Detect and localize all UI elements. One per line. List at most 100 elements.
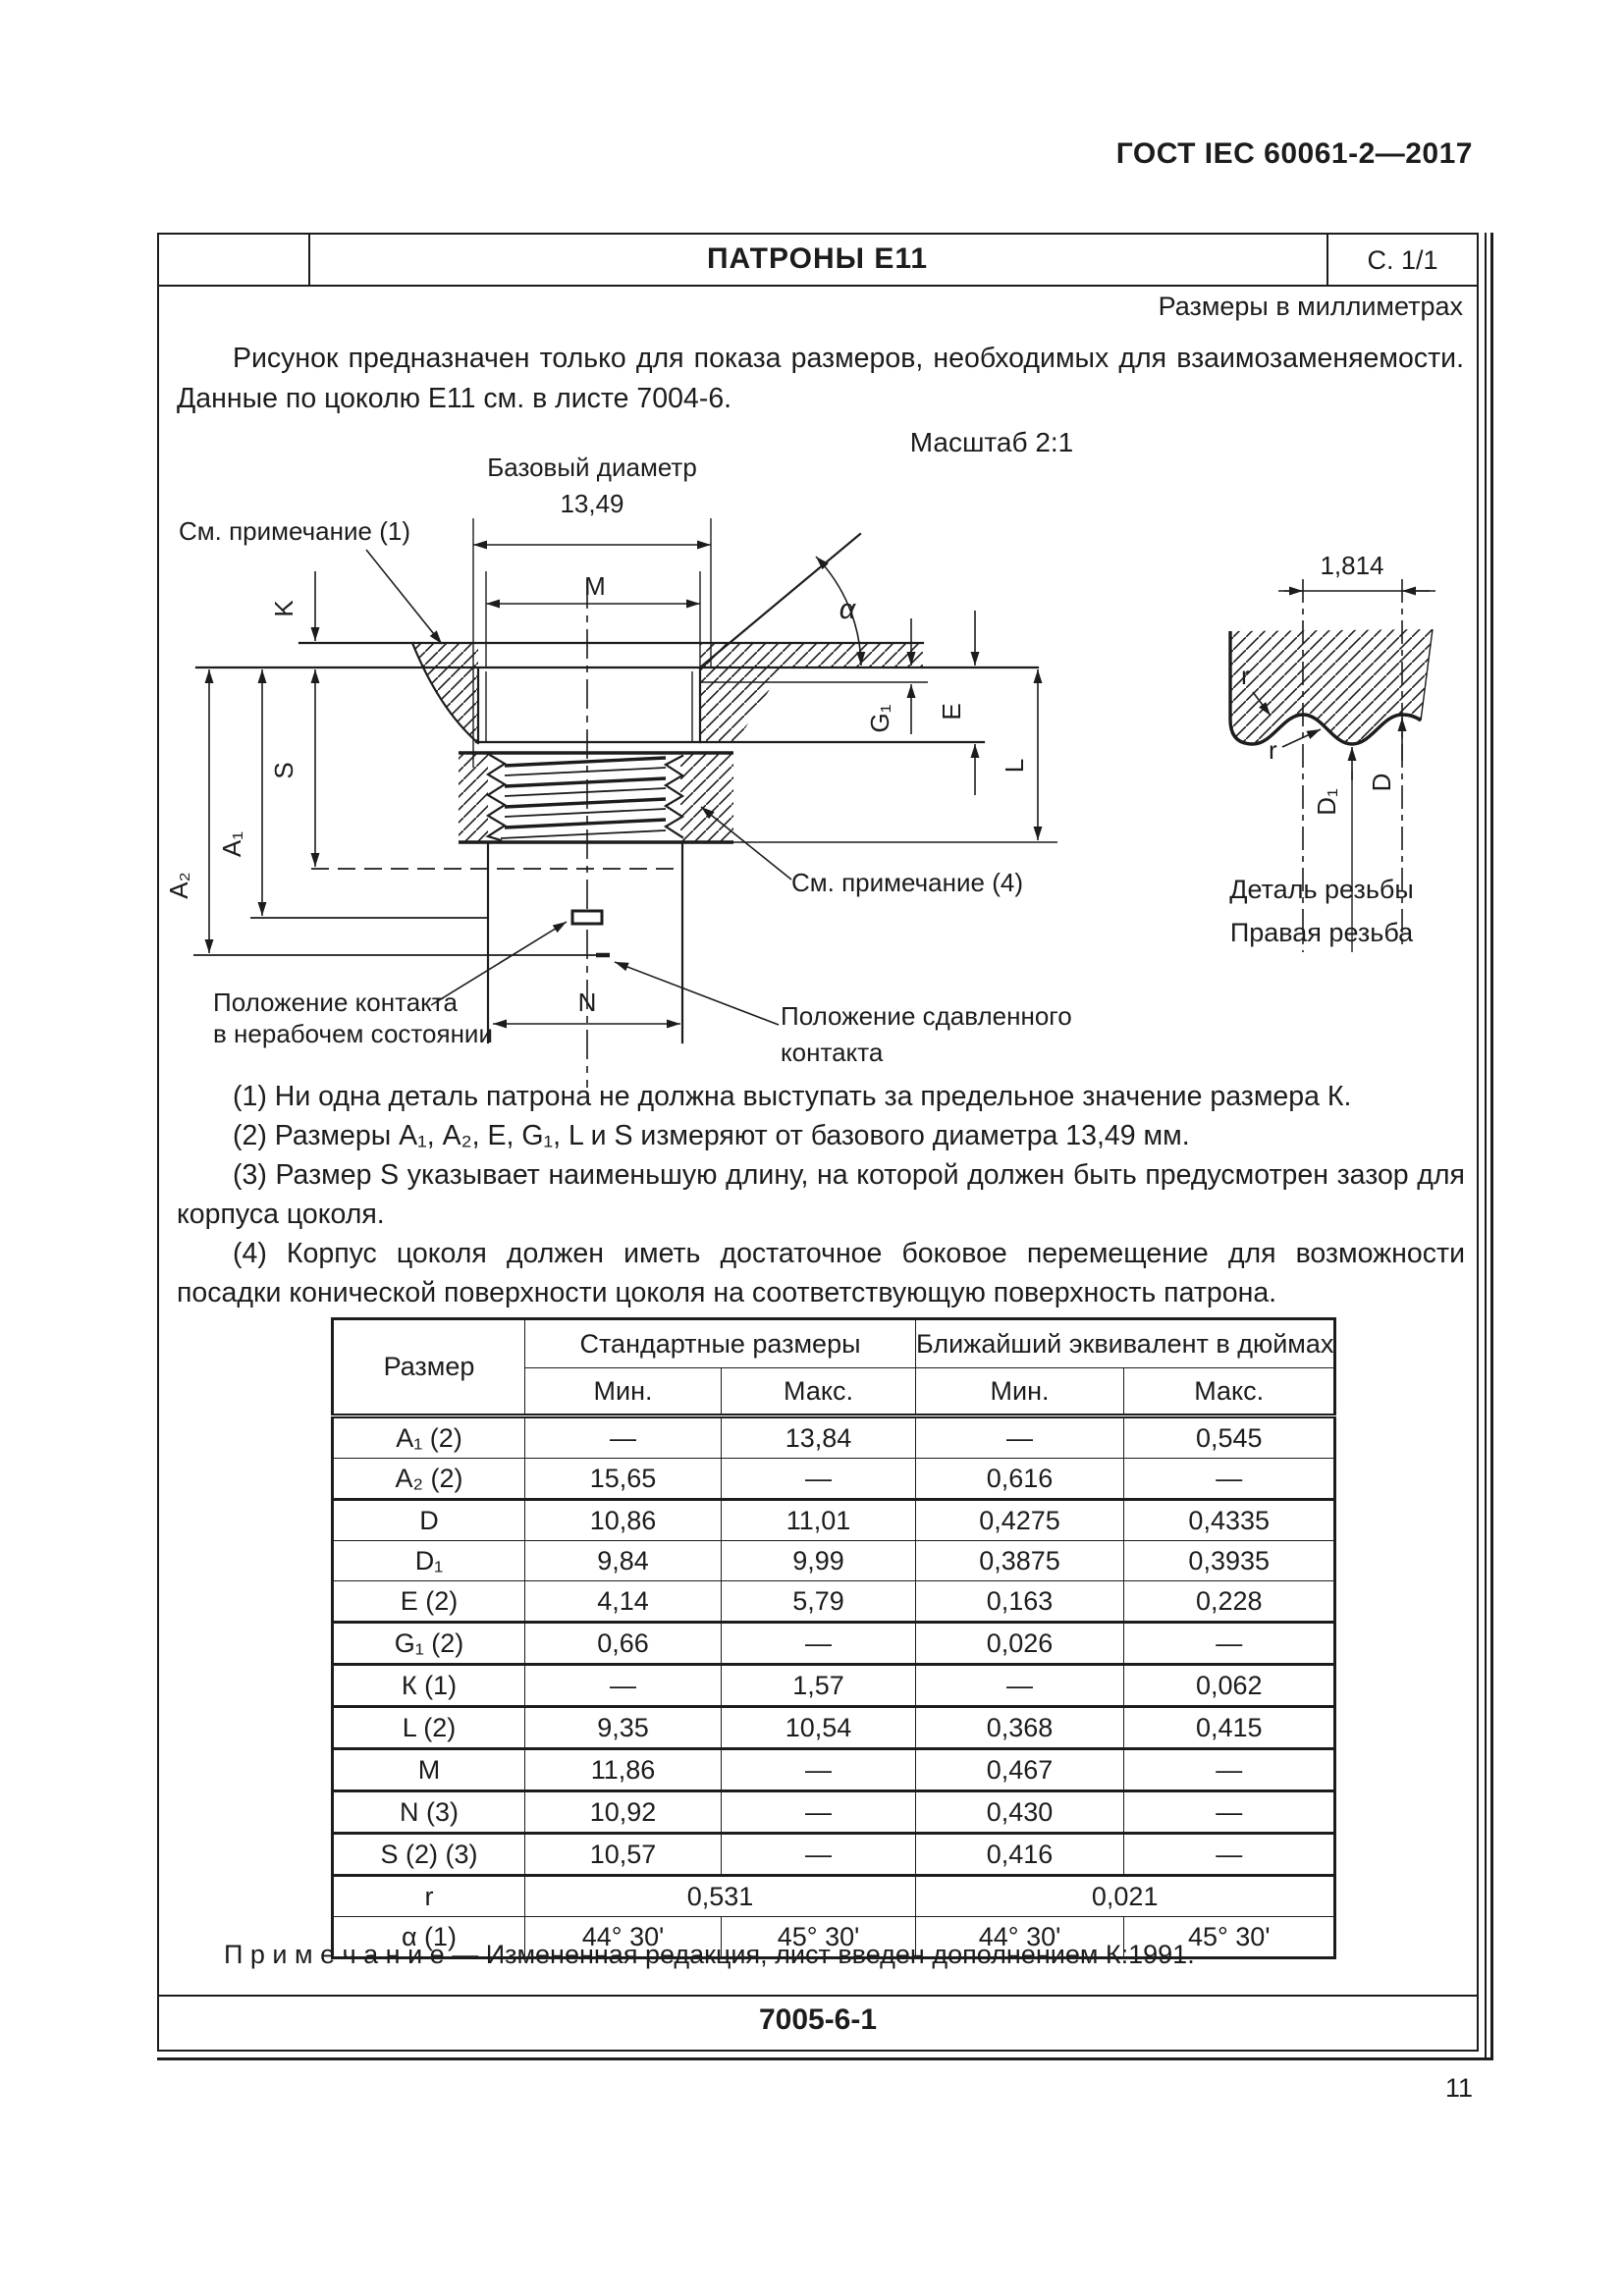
page-number: 11 — [1444, 2073, 1473, 2103]
thread-pitch-value: 1,814 — [1320, 551, 1383, 580]
sheet-code: 7005-6-1 — [758, 2003, 878, 2036]
thread-detail-dimensions — [1252, 586, 1435, 952]
table-row: S (2) (3)10,57—0,416— — [332, 1833, 1336, 1877]
thread-caption-2: Правая резьба — [1230, 918, 1414, 947]
table-cell: А₁ (2) — [332, 1415, 525, 1459]
header-underline — [157, 285, 1479, 287]
header-divider-right — [1326, 233, 1328, 287]
table-cell: 0,021 — [914, 1875, 1336, 1917]
dim-label-a1: A₁ — [217, 831, 246, 857]
table-cell: 10,92 — [524, 1790, 722, 1835]
reference-lines — [193, 579, 675, 1088]
col-header-std-min: Мин. — [524, 1367, 722, 1418]
table-cell: 0,531 — [524, 1875, 916, 1917]
table-cell: 44° 30' — [914, 1916, 1125, 1958]
table-cell: К (1) — [332, 1664, 525, 1708]
table-cell: L (2) — [332, 1706, 525, 1750]
table-cell: 1,57 — [721, 1664, 916, 1708]
table-row: К (1)—1,57—0,062 — [332, 1664, 1336, 1708]
contact-rest-label-1: Положение контакта — [213, 988, 458, 1017]
thread-detail-reference-lines — [1302, 579, 1403, 952]
table-cell: М — [332, 1748, 525, 1792]
table-cell: 9,99 — [721, 1540, 916, 1581]
table-cell: 0,415 — [1123, 1706, 1336, 1750]
dimension-lines — [204, 540, 1043, 1029]
notes-block: (1) Ни одна деталь патрона не должна выс… — [177, 1077, 1465, 1312]
table-cell: 11,86 — [524, 1748, 722, 1792]
intro-text-line-2: Данные по цоколю Е11 см. в листе 7004-6. — [177, 383, 732, 414]
table-cell: 0,026 — [914, 1622, 1125, 1666]
table-cell: 13,84 — [721, 1415, 916, 1459]
table-cell: 0,430 — [914, 1790, 1125, 1835]
table-cell: 15,65 — [524, 1458, 722, 1501]
table-row: А₂ (2)15,65—0,616— — [332, 1458, 1336, 1501]
table-cell: — — [524, 1664, 722, 1708]
table-cell: — — [1123, 1458, 1336, 1501]
dim-label-e: E — [937, 703, 966, 720]
table-row: N (3)10,92—0,430— — [332, 1790, 1336, 1835]
dim-label-a2: A₂ — [164, 872, 193, 898]
note-paragraph: (2) Размеры А₁, А₂, Е, G₁, L и S измеряю… — [233, 1120, 1190, 1151]
col-header-standard-group: Стандартные размеры — [524, 1318, 916, 1368]
thread-r-label-1: r — [1241, 661, 1250, 690]
see-note-1-label: См. примечание (1) — [179, 516, 410, 546]
table-cell: D₁ — [332, 1540, 525, 1581]
dim-label-n: N — [578, 988, 597, 1017]
thread-material-hatch — [1230, 629, 1433, 744]
dim-label-alpha: α — [839, 594, 857, 625]
table-cell: 0,545 — [1123, 1415, 1336, 1459]
table-cell: G₁ (2) — [332, 1622, 525, 1666]
col-header-inch-group: Ближайший эквивалент в дюймах — [914, 1318, 1336, 1368]
table-cell: — — [524, 1415, 722, 1459]
table-cell: 10,54 — [721, 1706, 916, 1750]
table-cell: 44° 30' — [524, 1916, 722, 1958]
frame-double-line-right-1 — [1485, 233, 1487, 2060]
thread-detail-svg: 1,814 r r D₁ D Деталь резьбы Правая резь… — [1228, 551, 1435, 952]
table-cell: 0,616 — [914, 1458, 1125, 1501]
table-cell: 11,01 — [721, 1499, 916, 1541]
col-header-std-max: Макс. — [721, 1367, 916, 1418]
table-cell: N (3) — [332, 1790, 525, 1835]
thread-d1-label: D₁ — [1312, 788, 1341, 816]
table-cell: — — [914, 1664, 1125, 1708]
frame-double-line-bottom — [157, 2057, 1492, 2060]
leader-lines — [365, 549, 792, 1026]
table-cell: — — [1123, 1790, 1336, 1835]
table-cell: 45° 30' — [721, 1916, 916, 1958]
thread-d-label: D — [1367, 774, 1396, 792]
units-note: Размеры в миллиметрах — [1158, 292, 1463, 321]
contact-rest-label-2: в нерабочем состоянии — [213, 1019, 493, 1048]
table-cell: 0,368 — [914, 1706, 1125, 1750]
dim-label-l: L — [1000, 759, 1029, 773]
table-cell: 10,57 — [524, 1833, 722, 1877]
thread-section — [485, 752, 685, 842]
table-cell: 0,66 — [524, 1622, 722, 1666]
table-cell: — — [721, 1790, 916, 1835]
table-cell: 0,467 — [914, 1748, 1125, 1792]
frame-double-line-right-2 — [1490, 233, 1493, 2060]
thread-caption-1: Деталь резьбы — [1229, 875, 1414, 904]
dimensions-table-wrap: Размер Стандартные размеры Ближайший экв… — [331, 1317, 1337, 1959]
extension-lines — [472, 518, 712, 768]
main-drawing-svg: Масштаб 2:1 — [164, 427, 1073, 1088]
table-cell: r — [332, 1875, 525, 1917]
standard-number: ГОСТ IEC 60061-2—2017 — [1115, 137, 1473, 170]
base-diameter-value: 13,49 — [560, 489, 623, 518]
base-diameter-label: Базовый диаметр — [487, 453, 697, 482]
thread-r-label-2: r — [1269, 735, 1277, 765]
table-cell: α (1) — [332, 1916, 525, 1958]
table-row: α (1)44° 30'45° 30'44° 30'45° 30' — [332, 1916, 1336, 1958]
dimensions-table: Размер Стандартные размеры Ближайший экв… — [331, 1317, 1337, 1959]
table-cell: — — [721, 1458, 916, 1501]
dim-label-k: K — [269, 600, 298, 617]
col-header-in-max: Макс. — [1123, 1367, 1336, 1418]
table-row: G₁ (2)0,66—0,026— — [332, 1622, 1336, 1666]
table-cell: 0,416 — [914, 1833, 1125, 1877]
table-cell: 9,84 — [524, 1540, 722, 1581]
table-cell: — — [914, 1415, 1125, 1459]
table-cell: 0,228 — [1123, 1580, 1336, 1624]
